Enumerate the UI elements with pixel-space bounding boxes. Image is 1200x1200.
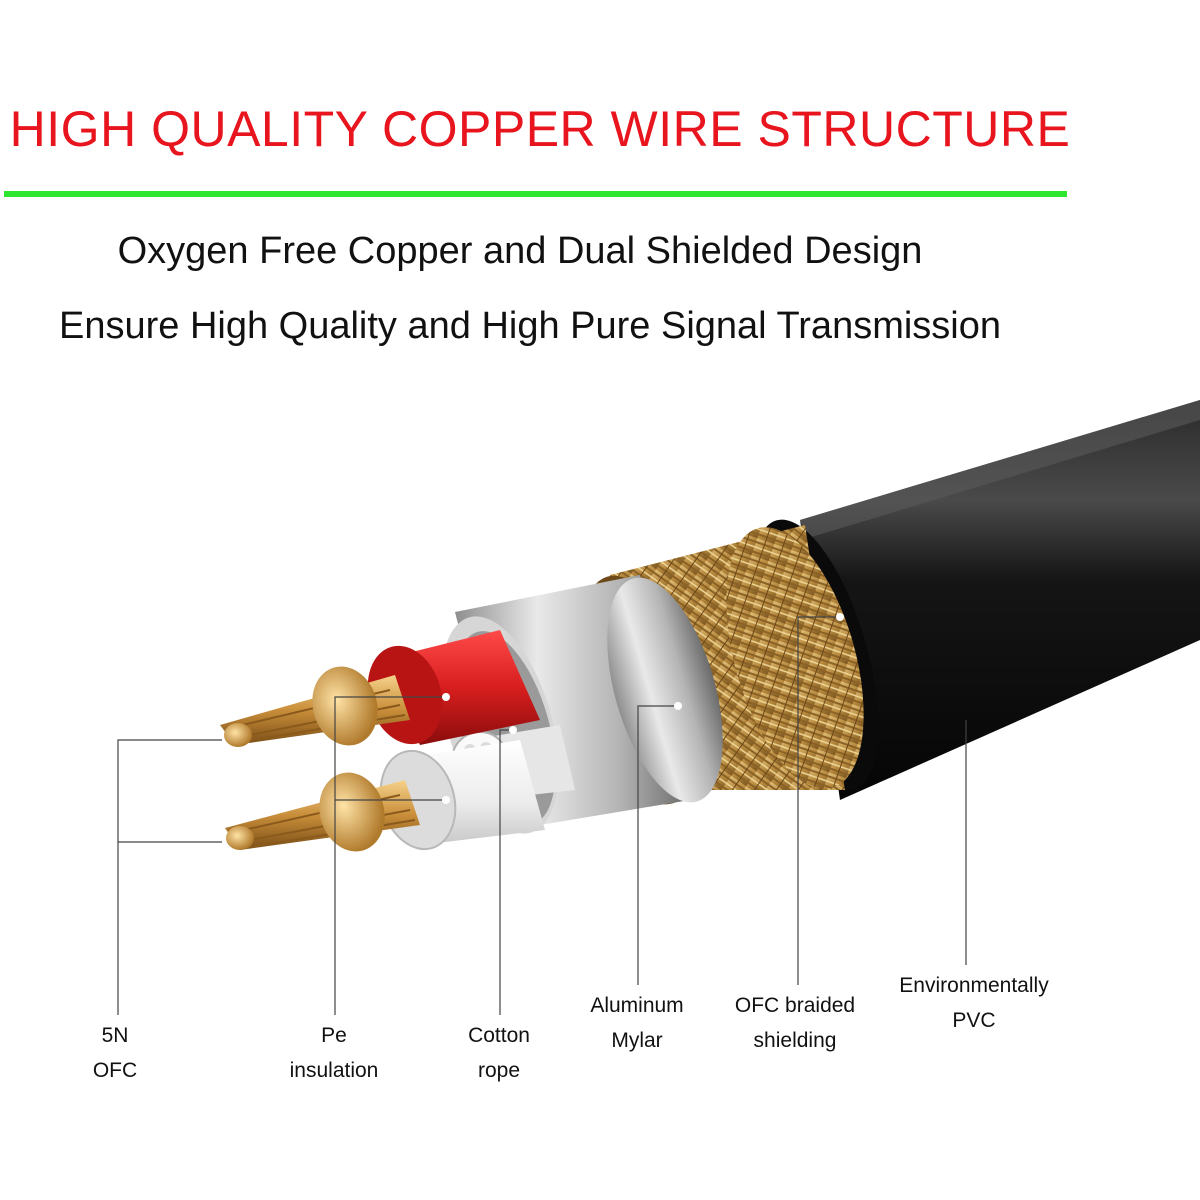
callout-line-5n-ofc (117, 739, 222, 1015)
subtitle-line-2: Ensure High Quality and High Pure Signal… (58, 305, 1002, 347)
callout-line-braid (797, 616, 840, 985)
subtitle-line-1: Oxygen Free Copper and Dual Shielded Des… (117, 230, 923, 272)
callout-dots (442, 613, 844, 804)
white-conductor (225, 740, 545, 852)
green-divider (4, 191, 1067, 197)
callout-line-aluminum (637, 705, 678, 985)
page-title: HIGH QUALITY COPPER WIRE STRUCTURE (9, 101, 1071, 157)
callout-lines (117, 616, 967, 1015)
callout-line-cotton (499, 729, 513, 1015)
red-conductor (220, 630, 540, 747)
callout-line-pe-1 (334, 696, 446, 1015)
